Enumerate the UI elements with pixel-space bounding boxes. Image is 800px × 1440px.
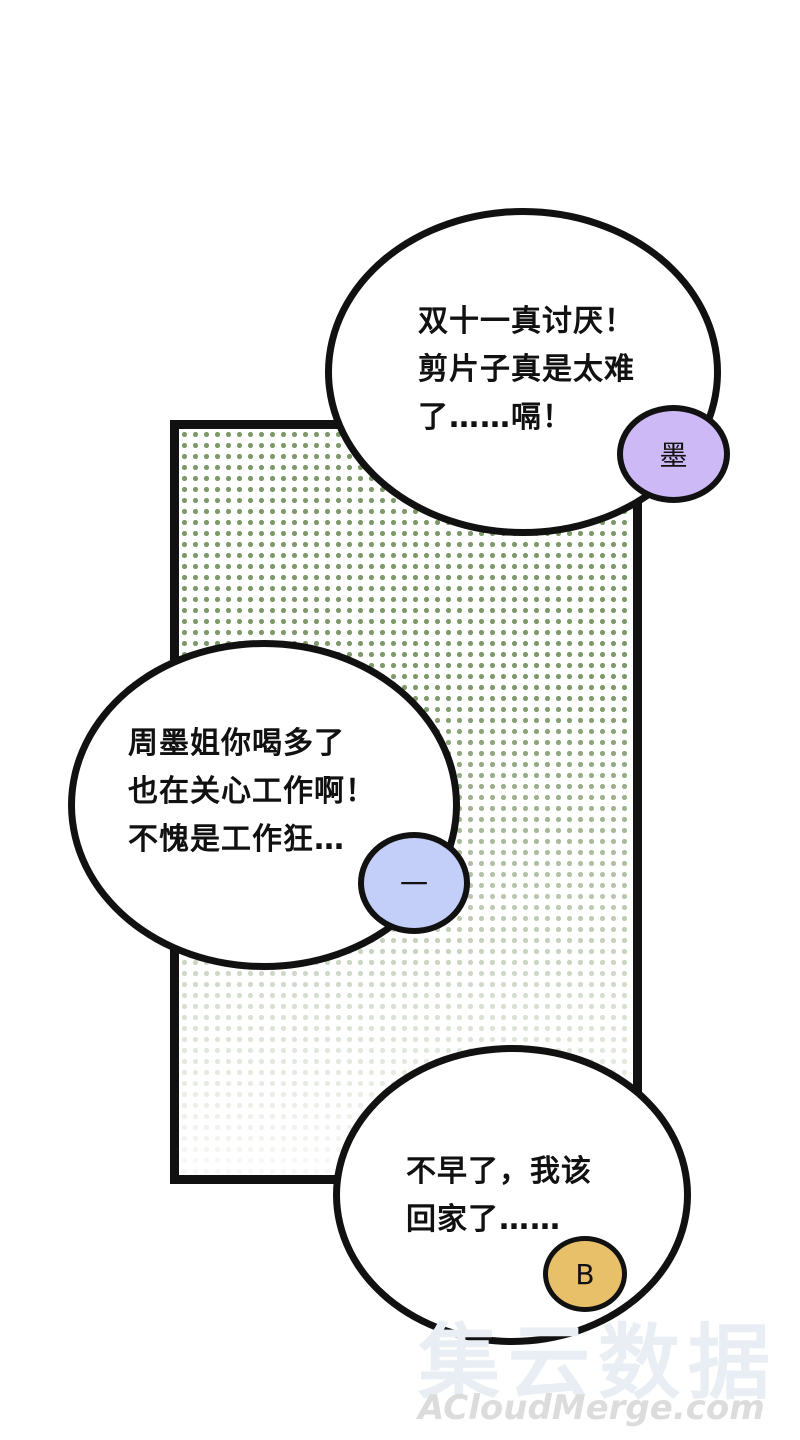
- speaker-badge-mo: 墨: [617, 405, 730, 503]
- speaker-badge-label: B: [575, 1257, 595, 1291]
- speech-line: 也在关心工作啊！: [128, 774, 376, 809]
- speech-line: 双十一真讨厌！: [418, 304, 635, 339]
- watermark-english: ACloudMerge.com: [418, 1388, 765, 1428]
- speech-line: 剪片子真是太难: [418, 352, 635, 387]
- speech-line: 不愧是工作狂…: [128, 822, 345, 857]
- speaker-badge-label: 墨: [659, 439, 688, 472]
- speaker-badge-label: 一: [399, 868, 428, 901]
- speech-bubble-1-text: 双十一真讨厌！ 剪片子真是太难 了……嗝！: [418, 298, 635, 442]
- speech-bubble-3: [333, 1045, 691, 1345]
- speaker-badge-yi: 一: [358, 832, 470, 934]
- speaker-badge-b: B: [543, 1236, 627, 1312]
- speech-line: 了……嗝！: [418, 400, 573, 435]
- speech-bubble-2-text: 周墨姐你喝多了 也在关心工作啊！ 不愧是工作狂…: [128, 720, 376, 864]
- speech-line: 回家了……: [406, 1202, 561, 1237]
- speech-line: 不早了，我该: [406, 1154, 592, 1189]
- watermark-chinese: 集云数据: [418, 1316, 779, 1411]
- speech-line: 周墨姐你喝多了: [128, 726, 345, 761]
- speech-bubble-3-text: 不早了，我该 回家了……: [406, 1148, 592, 1244]
